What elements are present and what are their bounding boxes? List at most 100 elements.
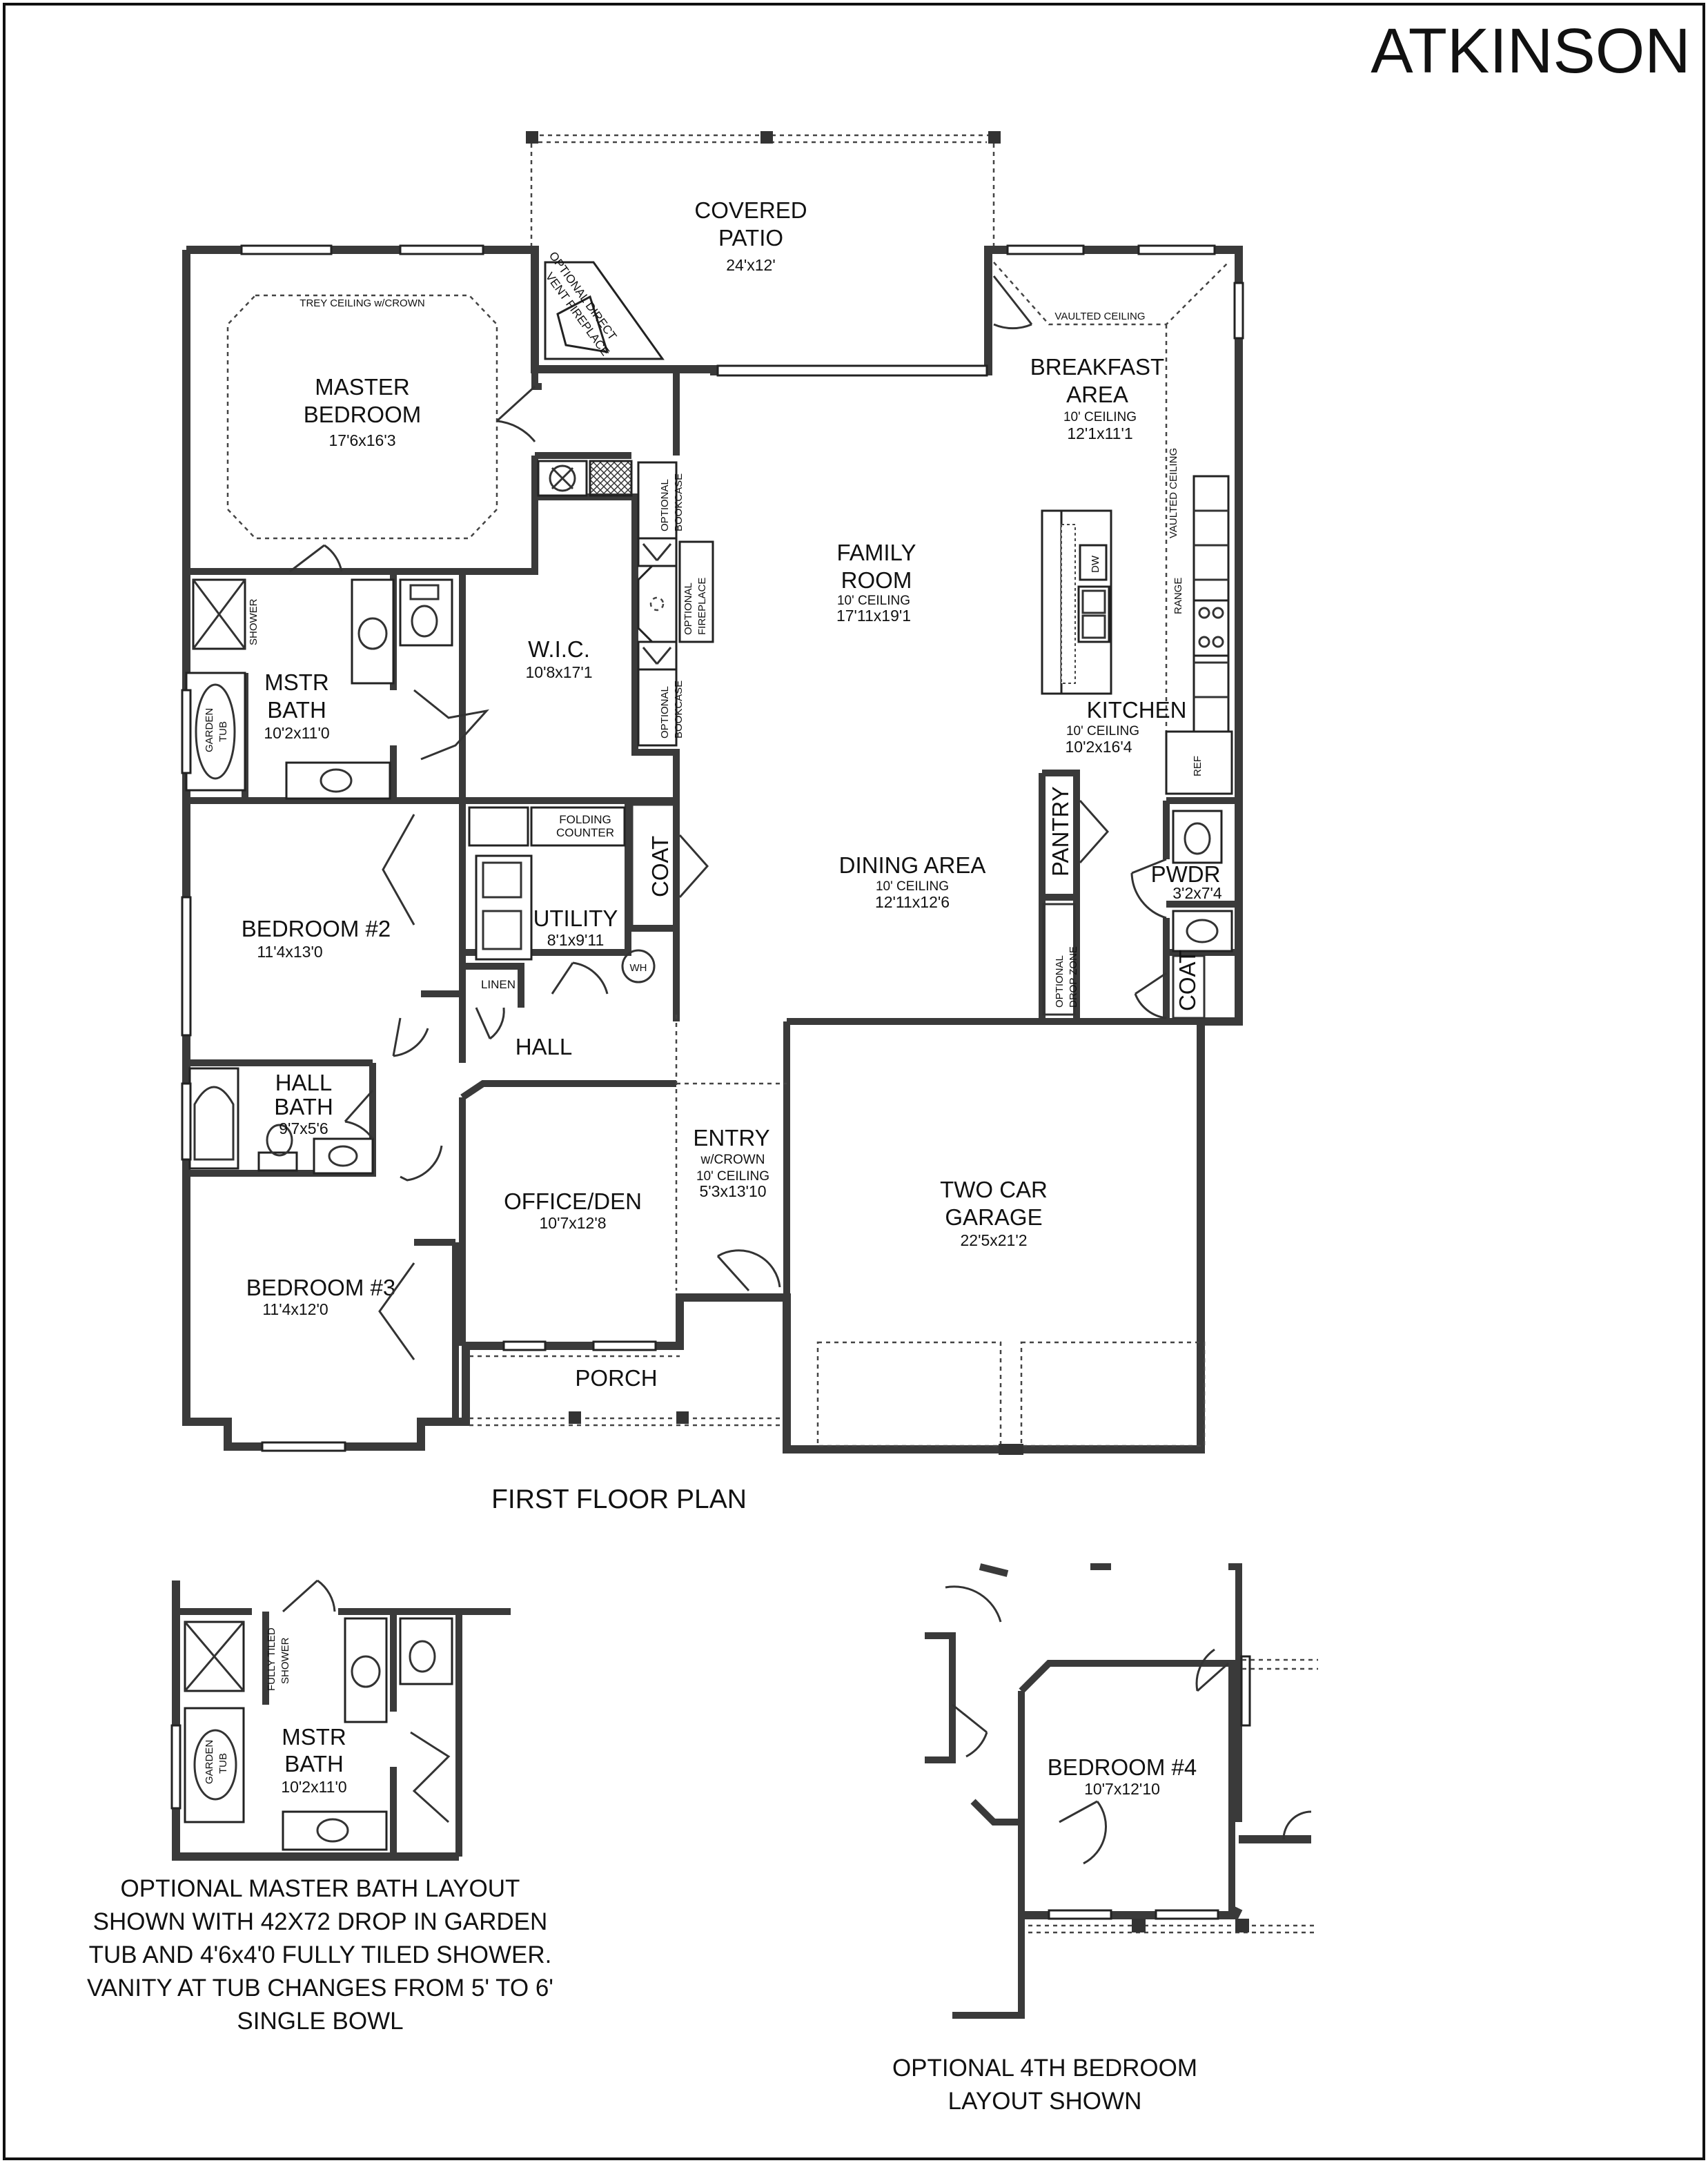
- bookcase-top-line1: OPTIONAL: [659, 479, 671, 531]
- coat-closet: [1172, 955, 1206, 1019]
- family-room-label-line2: ROOM: [841, 567, 912, 593]
- door-swing: [1059, 1800, 1107, 1865]
- breakfast-label-line2: AREA: [1066, 382, 1128, 407]
- door-swing: [1282, 1810, 1312, 1840]
- window: [399, 244, 484, 255]
- linen-label: LINEN: [481, 978, 516, 991]
- garage-door-right: [1020, 1341, 1206, 1447]
- plan-title: ATKINSON: [1371, 16, 1690, 86]
- breakfast-label-line1: BREAKFAST: [1030, 354, 1164, 380]
- opt-shower-label-line1: FULLY TILED: [266, 1627, 277, 1691]
- window: [181, 689, 192, 774]
- bookcase-bottom-line2: BOOKCASE: [673, 681, 685, 738]
- door-swing: [392, 1017, 429, 1057]
- garage-label-line2: GARAGE: [945, 1204, 1042, 1230]
- water-heater: [621, 949, 656, 983]
- hall-label: HALL: [516, 1034, 573, 1059]
- pantry-label: PANTRY: [1048, 786, 1073, 877]
- optional-direct-vent-fireplace: OPTIONAL DIRECT VENT FIREPLACE: [543, 249, 665, 360]
- opt-tub-label-line1: GARDEN: [204, 1740, 215, 1784]
- front-door-swing: [716, 1249, 781, 1292]
- porch-post: [1132, 1919, 1146, 1932]
- shower-label: SHOWER: [248, 598, 259, 645]
- mstr-bath-label-line2: BATH: [267, 697, 326, 723]
- family-room-label-line1: FAMILY: [837, 540, 916, 565]
- range: [1192, 599, 1230, 657]
- door-swing: [551, 961, 609, 995]
- bifold-door: [382, 814, 415, 926]
- optional-master-bath-plan: FULLY TILED SHOWER GARDEN TUB MSTR BATH …: [87, 1579, 553, 2035]
- kitchen-ceiling: 10' CEILING: [1066, 724, 1139, 738]
- hall-bath-tub: [188, 1067, 239, 1170]
- opt-mstr-bath-label-line2: BATH: [284, 1751, 344, 1777]
- garden-tub-label-line2: TUB: [217, 721, 229, 742]
- window: [181, 1082, 192, 1161]
- dishwasher-label: DW: [1090, 555, 1101, 573]
- opt-tub-label-line2: TUB: [217, 1753, 229, 1774]
- wic-fixtures: [537, 460, 633, 497]
- trey-ceiling-note: TREY CEILING w/CROWN: [300, 297, 424, 309]
- bifold-door: [410, 1731, 451, 1823]
- opt-bath-caption-line1: OPTIONAL MASTER BATH LAYOUT: [121, 1875, 520, 1902]
- wic-label: W.I.C.: [528, 636, 590, 662]
- bifold-door: [378, 1262, 415, 1360]
- coat-closet: [629, 802, 678, 930]
- mstr-bath-label-line1: MSTR: [264, 669, 329, 695]
- opt-water-closet: [399, 1617, 453, 1685]
- washer-dryer: [475, 854, 533, 961]
- breakfast-dimensions: 12'1x11'1: [1067, 424, 1132, 442]
- kitchen-counters: RANGE REF DW: [1041, 475, 1233, 795]
- bedroom2-label: BEDROOM #2: [242, 916, 391, 941]
- window: [1137, 244, 1216, 255]
- entry-ceiling: 10' CEILING: [696, 1169, 769, 1184]
- family-room-dimensions: 17'11x19'1: [836, 607, 911, 625]
- coat-left-label: COAT: [647, 836, 673, 897]
- door-swing: [344, 1090, 374, 1139]
- bedroom4-dimensions: 10'7x12'10: [1084, 1780, 1160, 1798]
- dining-ceiling: 10' CEILING: [876, 879, 949, 894]
- optional-fireplace: [637, 565, 678, 643]
- garage-door-left: [816, 1341, 1002, 1447]
- window: [1233, 282, 1244, 340]
- porch-post: [569, 1411, 581, 1424]
- coat-right-label: COAT: [1175, 950, 1200, 1011]
- fireplace-center-line2: FIREPLACE: [696, 578, 708, 635]
- dining-dimensions: 12'11x12'6: [875, 893, 950, 911]
- door-swing: [289, 544, 343, 573]
- optional-bookcase: [637, 668, 678, 747]
- powder-vanity: [1172, 910, 1233, 952]
- mstr-bath-dimensions: 10'2x11'0: [264, 724, 329, 742]
- pwdr-label: PWDR: [1151, 861, 1221, 887]
- drop-zone-line1: OPTIONAL: [1054, 955, 1066, 1008]
- door-swing: [1130, 858, 1167, 919]
- bifold-door: [413, 689, 490, 761]
- patio-label-line1: COVERED: [694, 197, 807, 223]
- family-room-builtins: OPTIONAL BOOKCASE OPTIONAL FIREPLACE OPT…: [637, 461, 714, 747]
- garden-tub-label-line1: GARDEN: [204, 708, 215, 752]
- sheet-border: [3, 3, 1705, 2160]
- drop-zone-line2: DROP ZONE: [1068, 946, 1079, 1008]
- master-bedroom-dimensions: 17'6x16'3: [328, 431, 395, 449]
- window: [1155, 1909, 1219, 1920]
- folding-counter-line2: COUNTER: [556, 826, 614, 839]
- window: [1006, 244, 1085, 255]
- water-closet: [399, 578, 453, 647]
- garage-label-line1: TWO CAR: [940, 1177, 1048, 1202]
- window: [592, 1340, 657, 1351]
- kitchen-label: KITCHEN: [1087, 697, 1187, 723]
- door-swing: [952, 1703, 988, 1758]
- hall-bath-label-line1: HALL: [275, 1070, 333, 1095]
- patio-dimensions: 24'x12': [726, 256, 775, 274]
- opt-bath-caption-line5: SINGLE BOWL: [237, 2008, 403, 2035]
- entry-label: ENTRY: [693, 1125, 769, 1151]
- trey-ceiling-outline: [226, 294, 498, 540]
- door-swing: [1195, 1648, 1229, 1692]
- patio-post: [988, 131, 1001, 144]
- opt-shower-label-line2: SHOWER: [279, 1637, 291, 1684]
- family-room-ceiling: 10' CEILING: [837, 594, 910, 608]
- hall-bath-vanity: [313, 1137, 374, 1175]
- entry-dimensions: 5'3x13'10: [699, 1182, 766, 1200]
- window-bank: [716, 364, 988, 377]
- opt-bath-caption-line2: SHOWN WITH 42X72 DROP IN GARDEN: [93, 1908, 548, 1935]
- bookcase-bottom-line1: OPTIONAL: [659, 686, 671, 738]
